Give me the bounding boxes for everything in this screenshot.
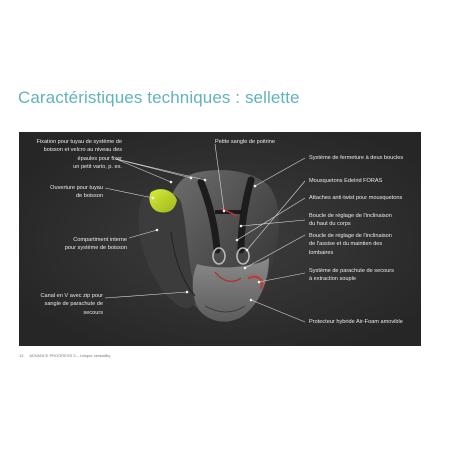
callout-upper-body-inclination: Boucle de réglage de l'inclinaison du ha… <box>309 213 392 228</box>
callout-hydration-attachment: Fixation pour tuyau de système de boisso… <box>36 139 122 171</box>
page-number: 12 <box>19 353 24 358</box>
callout-carabiners: Mousquetons Edelrid FORAS <box>309 178 383 184</box>
harness-shape <box>138 170 279 322</box>
callout-anti-twist: Attaches anti-twist pour mousquetons <box>309 195 403 201</box>
page-footer: 12 ADVANCE PROGRESS 3 – Unique versatili… <box>19 353 110 358</box>
product-photo-panel: Fixation pour tuyau de système de boisso… <box>19 132 421 346</box>
callout-v-channel: Canal en V avec zip pour sangle de parac… <box>40 293 103 316</box>
footer-text: ADVANCE PROGRESS 3 – Unique versatility <box>29 353 111 358</box>
leader-lines <box>104 143 306 323</box>
callout-double-buckle: Système de fermeture à deux boucles <box>309 155 404 161</box>
callout-protector: Protecteur hybride Air-Foam amovible <box>309 319 403 325</box>
leader-dots <box>151 176 261 302</box>
callout-seat-lumbar-adjustment: Boucle de réglage de l'inclinaison de l'… <box>309 233 392 256</box>
callout-internal-compartment: Compartiment interne pour système de boi… <box>64 237 127 252</box>
callout-reserve-system: Système de parachute de secours à extrac… <box>309 268 394 283</box>
harness-illustration <box>19 132 421 346</box>
page-title: Caractéristiques techniques : sellette <box>18 88 300 107</box>
callout-drink-tube-opening: Ouverture pour tuyau de boisson <box>50 185 103 200</box>
callout-chest-strap: Petite sangle de poitrine <box>215 139 276 145</box>
